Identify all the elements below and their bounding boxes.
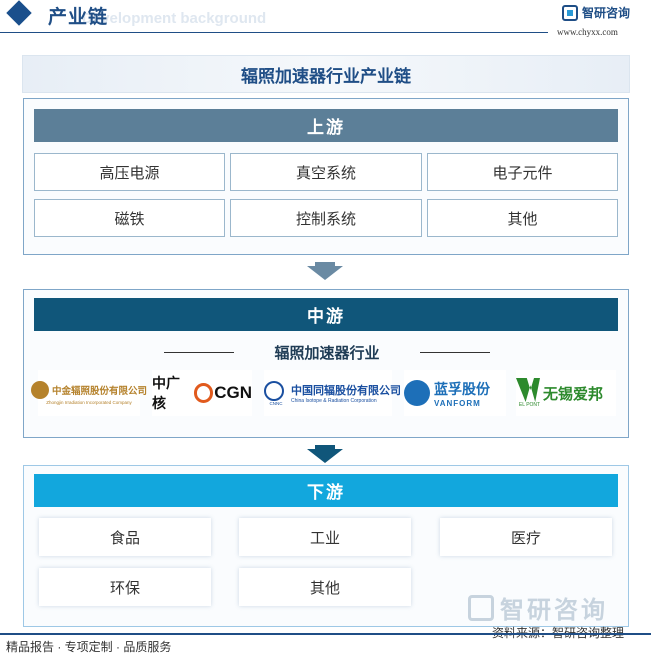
company-name: 中金辐照股份有限公司 [52,386,148,397]
downstream-item: 医疗 [440,518,612,556]
watermark-logo: 智研咨询 [468,590,608,625]
cgn-mark-icon [193,383,214,403]
downstream-item: 环保 [39,568,211,606]
company-name: 蓝孚股份 [434,380,490,397]
company-name: 无锡爱邦 [543,385,604,403]
zhongjin-emblem-icon [31,381,49,399]
company-name: 中国同辐股份有限公司 [291,385,401,397]
midstream-subheading-text: 辐照加速器行业 [274,345,380,362]
company-name-en: VANFORM [434,398,481,408]
upstream-item: 电子元件 [427,153,618,191]
company-logo-zhongjin: 中金辐照股份有限公司 Zhongjin Irradiation Incorpor… [31,370,147,416]
company-abbr: CNNC [269,400,283,406]
company-logo-cgn: 中广核 CGN [152,370,252,416]
footer-slogan: 精品报告 · 专项定制 · 品质服务 [6,640,172,654]
brand-logo-text: 智研咨询 [582,6,631,20]
company-logo-elpont: EL PONT 无锡爱邦 [516,370,616,416]
down-arrow-icon [307,445,343,465]
header: Development background 产业链 [0,0,651,40]
downstream-item: 工业 [239,518,411,556]
leaf-icon [516,378,540,402]
company-name: 中广核 [152,375,180,411]
diagram-title: 辐照加速器行业产业链 [22,55,630,93]
brand-logo: 智研咨询 [562,4,630,21]
page-title: 产业链 [48,7,109,28]
upstream-item: 其他 [427,199,618,237]
upstream-heading: 上游 [34,109,618,142]
downstream-item: 其他 [239,568,411,606]
brand-logo-icon [562,4,578,21]
footer-divider [0,633,651,635]
midstream-subheading: 辐照加速器行业 [164,342,490,363]
company-logo-china-isotope: CNNC 中国同辐股份有限公司 China Isotope & Radiatio… [264,370,401,416]
company-logo-vanform: 蓝孚股份 VANFORM [404,370,506,416]
downstream-heading: 下游 [34,474,618,507]
upstream-item: 磁铁 [34,199,225,237]
diamond-icon [6,0,32,26]
company-name-en: CGN [214,383,252,402]
wave-icon [404,380,430,406]
atom-icon [264,380,284,401]
company-name-en: EL PONT [518,402,541,408]
brand-url: www.chyxx.com [557,27,618,37]
down-arrow-icon [307,262,343,282]
watermark-logo-icon [468,594,494,621]
downstream-section: 下游 食品 工业 医疗 环保 其他 [23,465,629,627]
downstream-item: 食品 [39,518,211,556]
upstream-section: 上游 高压电源 真空系统 电子元件 磁铁 控制系统 其他 [23,98,629,255]
header-divider [0,32,548,33]
company-name-en: Zhongjin Irradiation Incorporated Compan… [46,400,132,405]
header-background-text: Development background [82,10,267,27]
midstream-heading: 中游 [34,298,618,331]
midstream-section: 中游 辐照加速器行业 中金辐照股份有限公司 Zhongjin Irradiati… [23,289,629,438]
watermark-logo-text: 智研咨询 [500,597,608,624]
upstream-item: 高压电源 [34,153,225,191]
upstream-item: 控制系统 [230,199,422,237]
company-name-en: China Isotope & Radiation Corporation [291,398,377,404]
upstream-item: 真空系统 [230,153,422,191]
